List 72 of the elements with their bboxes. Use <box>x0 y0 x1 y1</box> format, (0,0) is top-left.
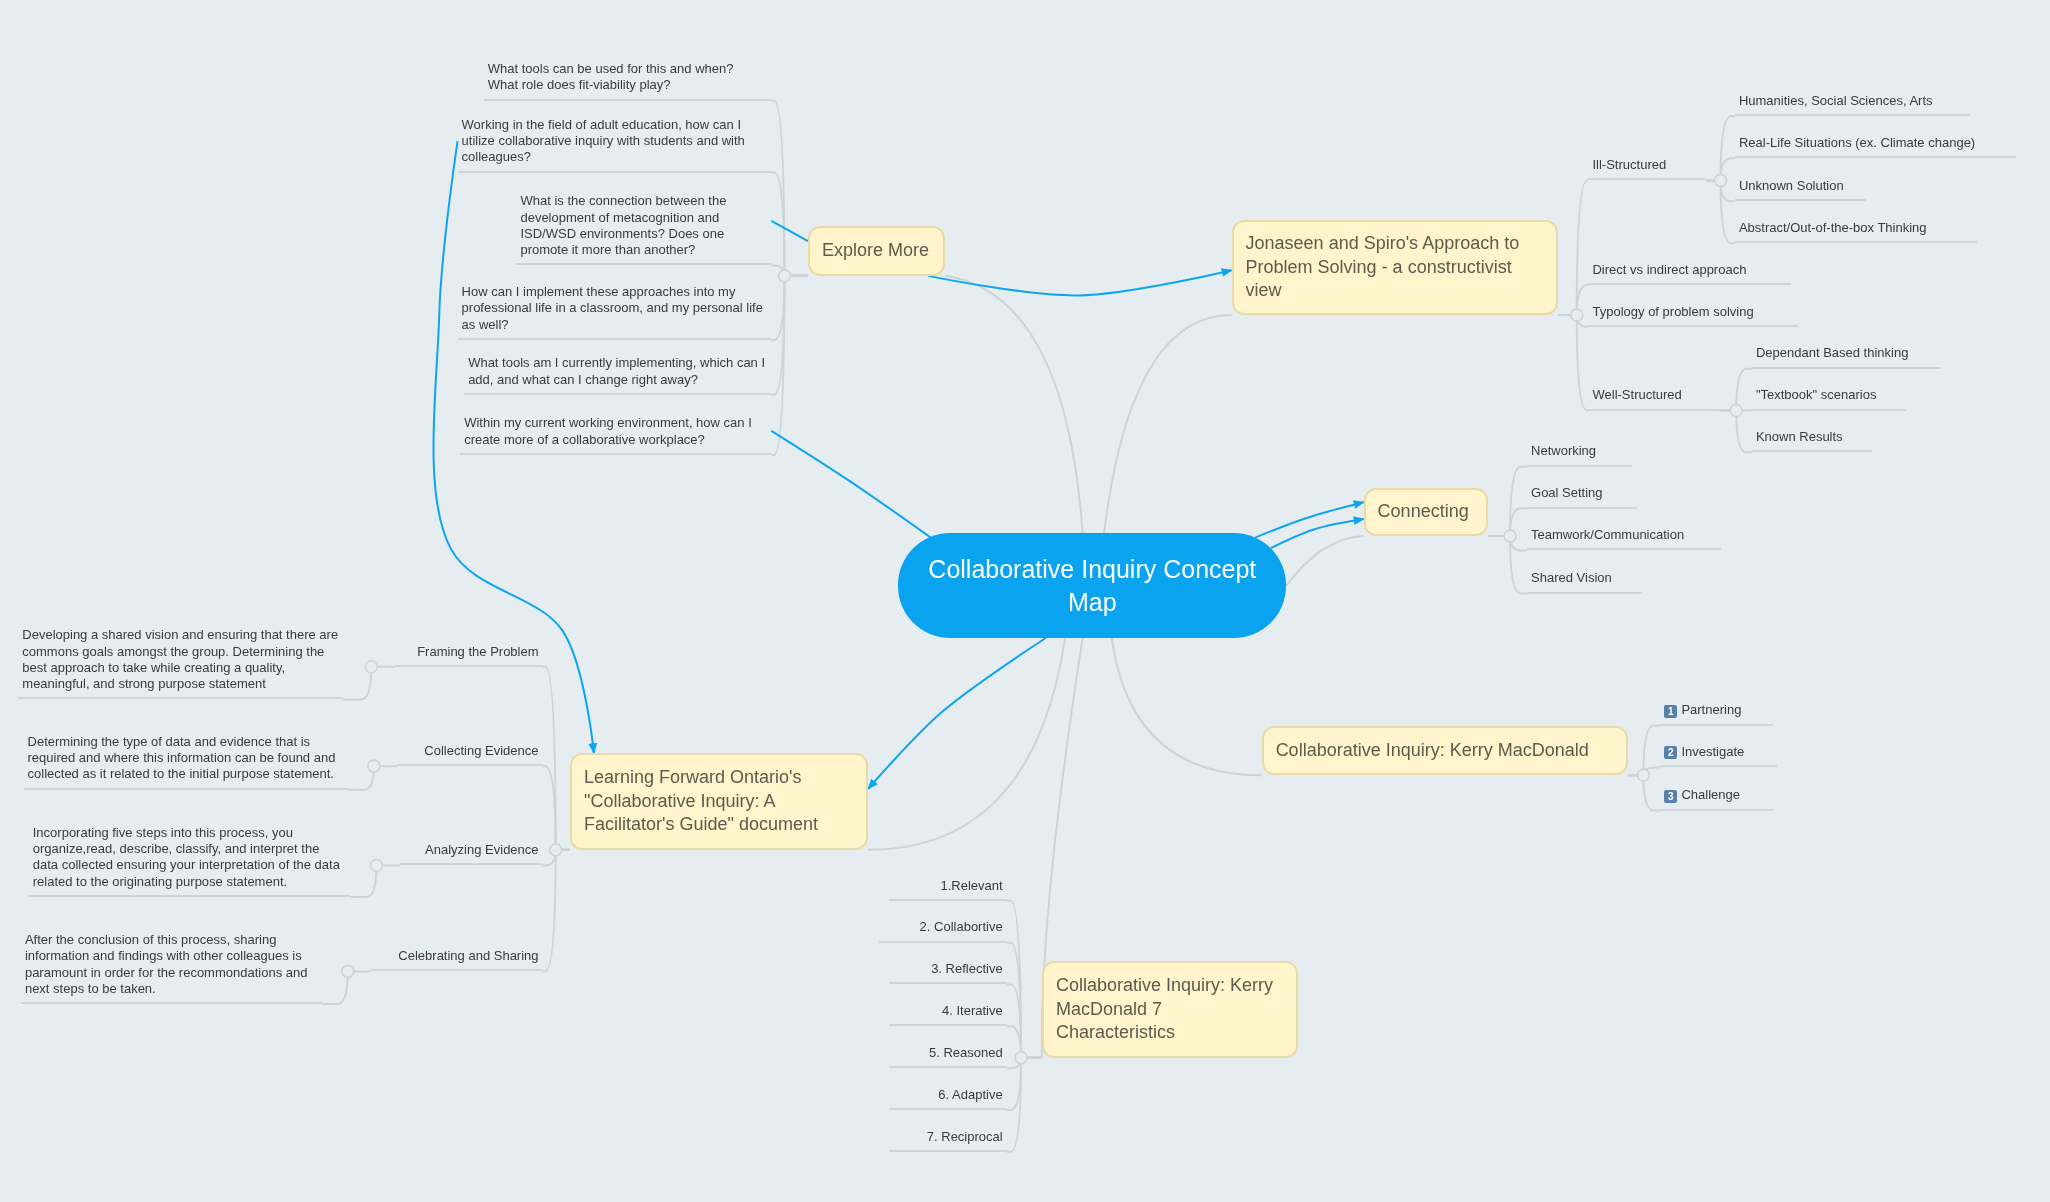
arrow <box>927 268 1233 297</box>
node-text: Dependant Based thinking <box>1755 345 1909 362</box>
node-text: Working in the field of adult education, how can I utilize collaborative inquiry with students and with colleagues? <box>461 116 746 166</box>
node-text: 6. Adaptive <box>938 1086 1003 1103</box>
node-text: Learning Forward Ontario's "Collaborative Inquiry: A Facilitator's Guide" document <box>584 766 819 837</box>
topic-box <box>1042 960 1299 1058</box>
node-text: Collaborative Inquiry: Kerry MacDonald 7 Characteristics <box>1056 974 1275 1044</box>
node-text: 2. Collabortive <box>919 919 1003 936</box>
node-text: Determining the type of data and evidence that is required and where this information can be found and collected as it related to the initial purpose statement. <box>27 733 337 783</box>
node-text: Unknown Solution <box>1738 178 1844 195</box>
node-text: What tools can be used for this and when? What role does fit-viability play? <box>487 61 735 94</box>
topic-box <box>1363 487 1488 536</box>
node-text: Explore More <box>821 239 929 263</box>
node-text: Collecting Evidence <box>424 742 539 760</box>
branch-line <box>1285 535 1365 587</box>
node-text: Abstract/Out-of-the-box Thinking <box>1738 219 1927 237</box>
node-text: Connecting <box>1377 500 1469 524</box>
number-badge: 2 <box>1664 746 1678 760</box>
node-text: After the conclusion of this process, sharing information and findings with other colleagues is paramount in order for the recommondations and next steps to be taken. <box>24 932 309 998</box>
node-text: 7. Reciprocal <box>926 1128 1003 1145</box>
node-text: What tools am I currently implementing, which can I add, and what can I change right away? <box>468 355 767 388</box>
node-text: Within my current working environment, how can I create more of a collaborative workplace? <box>464 415 753 448</box>
node-text: Shared Vision <box>1531 570 1612 587</box>
node-text: Teamwork/Communication <box>1531 527 1685 544</box>
node-text: Well-Structured <box>1592 387 1682 404</box>
node-text: Collaborative Inquiry: Kerry MacDonald <box>1275 738 1589 762</box>
arrow <box>1254 500 1365 539</box>
node-text: "Textbook" scenarios <box>1755 387 1877 404</box>
topic-box <box>1261 725 1628 776</box>
node-text: Networking <box>1531 443 1597 460</box>
node-text: Jonaseen and Spiro's Approach to Problem Solving - a constructivist view <box>1245 232 1521 303</box>
node-text: Real-Life Situations (ex. Climate change) <box>1738 134 1976 152</box>
branch-line <box>1110 637 1263 777</box>
node-text: Celebrating and Sharing <box>398 948 539 965</box>
branch-line <box>320 970 373 1006</box>
node-text: Goal Setting <box>1531 485 1603 502</box>
branch-line <box>341 665 396 701</box>
node-text: Analyzing Evidence <box>425 842 539 859</box>
node-text: Investigate <box>1681 744 1745 761</box>
node-text: Challenge <box>1681 787 1740 804</box>
node-text: How can I implement these approaches into my professional life in a classroom, and my personal life as well? <box>461 284 764 333</box>
topic-box <box>570 753 869 850</box>
node-text: Developing a shared vision and ensuring that there are commons goals amongst the group. Determining the best approach to take while creating a quality, meaningful, and strong purpose statement <box>22 627 339 693</box>
node-text: Incorporating five steps into this process, you organize,read, describe, classify, and interpret the data collected ensuring your interpretation of the data related to the originating purpose statement. <box>32 824 341 890</box>
branch-line <box>349 864 402 898</box>
branch-line <box>1103 314 1233 535</box>
branch-line <box>944 274 1084 535</box>
arrow <box>1269 516 1365 550</box>
branch-line <box>346 765 399 791</box>
topic-box <box>1231 219 1559 316</box>
node-text: Partnering <box>1681 702 1742 719</box>
node-text: Framing the Problem <box>417 643 539 660</box>
node-text: Humanities, Social Sciences, Arts <box>1738 93 1933 110</box>
branch-line <box>1040 637 1084 1059</box>
connector-line <box>770 219 809 243</box>
connector-line <box>770 429 932 539</box>
number-badge: 3 <box>1664 789 1678 803</box>
node-text: 1.Relevant <box>940 877 1003 894</box>
branch-line <box>867 637 1067 851</box>
topic-box <box>807 226 946 276</box>
node-text: Known Results <box>1755 429 1843 446</box>
arrow <box>867 637 1047 790</box>
node-text: What is the connection between the development of metacognition and ISD/WSD environments? Does one promote it more than another? <box>520 193 728 259</box>
node-text: 4. Iterative <box>941 1003 1003 1020</box>
node-text: 5. Reasoned <box>928 1044 1003 1062</box>
node-text: Typology of problem solving <box>1592 303 1754 320</box>
node-text: Ill-Structured <box>1592 157 1667 174</box>
node-text: 3. Reflective <box>931 961 1003 978</box>
node-text: Collaborative Inquiry Concept Map <box>927 554 1258 618</box>
number-badge: 1 <box>1664 704 1678 718</box>
arrow <box>432 140 598 755</box>
node-text: Direct vs indirect approach <box>1592 261 1747 278</box>
